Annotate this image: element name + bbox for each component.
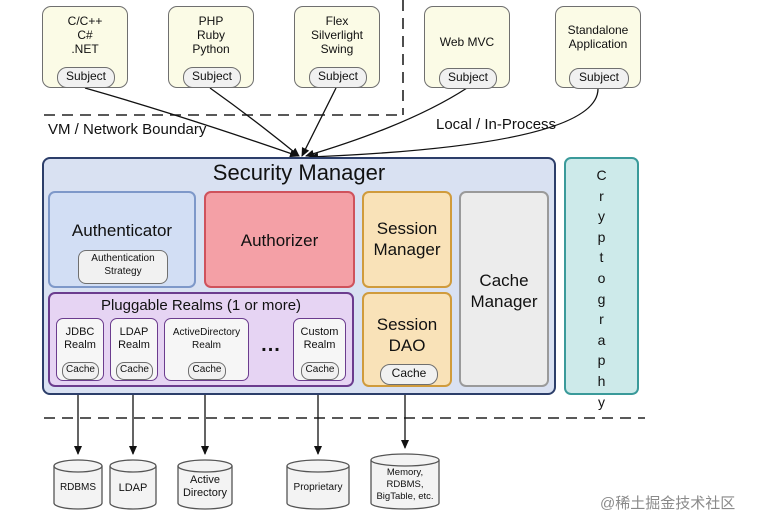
datastore-memory-cylinder <box>370 453 440 510</box>
client-box-cpp: C/C++ C# .NET Subject <box>42 6 128 88</box>
session-dao-cache-pill: Cache <box>380 364 438 385</box>
realm-ldap: LDAP Realm Cache <box>110 318 158 381</box>
realm-activedirectory: ActiveDirectory Realm Cache <box>164 318 249 381</box>
client-box-flex: Flex Silverlight Swing Subject <box>294 6 380 88</box>
client-box-standalone: Standalone Application Subject <box>555 6 641 89</box>
realm-cache-pill: Cache <box>62 362 99 380</box>
local-inprocess-label: Local / In-Process <box>436 116 557 133</box>
more-realms-ellipsis: ... <box>261 334 281 356</box>
cryptography-letter: g <box>597 290 606 307</box>
subject-pill: Subject <box>569 68 629 89</box>
realm-cache-pill: Cache <box>188 362 226 380</box>
datastore-memory: Memory, RDBMS, BigTable, etc. <box>371 466 439 509</box>
datastore-ldap-cylinder <box>109 459 157 510</box>
datastore-ldap: LDAP <box>110 472 156 509</box>
client-box-webmvc: Web MVC Subject <box>424 6 510 89</box>
datastore-label: RDBMS <box>59 482 97 493</box>
subject-pill: Subject <box>439 68 497 89</box>
cryptography-letter: r <box>599 187 604 204</box>
client-languages: C/C++ C# .NET <box>67 14 103 56</box>
subject-arrow <box>305 87 468 158</box>
subject-arrow <box>209 87 300 157</box>
cache-manager-label: Cache Manager <box>470 271 538 311</box>
session-manager-box: Session Manager <box>362 191 452 288</box>
cryptography-letter: r <box>599 311 604 328</box>
datastore-label: LDAP <box>118 482 148 494</box>
subject-arrow <box>309 87 599 161</box>
realm-label: Custom Realm <box>300 326 339 351</box>
datastore-activedirectory-cylinder <box>177 459 233 510</box>
client-languages: Web MVC <box>439 35 495 49</box>
realm-label: ActiveDirectory Realm <box>172 327 241 351</box>
subject-arrow <box>301 87 337 157</box>
authorizer-label: Authorizer <box>240 231 319 250</box>
subject-arrow <box>84 87 299 158</box>
cryptography-letter: p <box>597 228 606 245</box>
pluggable-realms-label: Pluggable Realms (1 or more) <box>100 297 302 314</box>
realm-custom: Custom Realm Cache <box>293 318 346 381</box>
realm-label: JDBC Realm <box>64 326 96 351</box>
datastore-proprietary: Proprietary <box>287 472 349 509</box>
subject-pill: Subject <box>57 67 115 88</box>
authenticator-box: Authenticator Authentication Strategy <box>48 191 196 288</box>
client-languages: Flex Silverlight Swing <box>310 14 364 56</box>
authorizer-box: Authorizer <box>204 191 355 288</box>
datastore-label: Proprietary <box>293 482 343 493</box>
cryptography-letter: p <box>597 352 606 369</box>
subject-pill: Subject <box>309 67 367 88</box>
cryptography-letter: y <box>598 208 605 225</box>
authentication-strategy-pill: Authentication Strategy <box>78 250 168 284</box>
client-languages: Standalone Application <box>567 23 629 51</box>
client-box-php: PHP Ruby Python Subject <box>168 6 254 88</box>
session-dao-label: Session DAO <box>376 315 438 355</box>
session-manager-label: Session Manager <box>373 219 441 259</box>
client-languages: PHP Ruby Python <box>192 14 230 56</box>
realm-cache-pill: Cache <box>116 362 153 380</box>
realm-jdbc: JDBC Realm Cache <box>56 318 104 381</box>
cache-manager-box: Cache Manager <box>459 191 549 387</box>
datastore-proprietary-cylinder <box>286 459 350 510</box>
cryptography-letter: a <box>597 331 606 348</box>
datastore-rdbms-cylinder <box>53 459 103 510</box>
datastore-activedirectory: Active Directory <box>178 472 232 509</box>
authenticator-label: Authenticator <box>71 221 173 240</box>
datastore-label: Active Directory <box>182 474 227 499</box>
datastore-label: Memory, RDBMS, BigTable, etc. <box>376 467 434 502</box>
session-dao-box: Session DAO Cache <box>362 292 452 387</box>
cryptography-letter: C <box>596 167 607 183</box>
realm-cache-pill: Cache <box>301 362 339 380</box>
cryptography-letter: h <box>597 372 606 389</box>
cryptography-letter: y <box>598 393 605 410</box>
cryptography-letter: o <box>597 269 606 286</box>
cryptography-letter: t <box>599 249 604 266</box>
watermark: @稀土掘金技术社区 <box>600 495 736 512</box>
datastore-rdbms: RDBMS <box>54 472 102 509</box>
subject-pill: Subject <box>183 67 241 88</box>
realm-label: LDAP Realm <box>118 326 150 351</box>
security-manager-title: Security Manager <box>212 160 386 185</box>
vm-network-boundary-label: VM / Network Boundary <box>48 121 207 138</box>
pluggable-realms-box: Pluggable Realms (1 or more) JDBC Realm … <box>48 292 354 387</box>
